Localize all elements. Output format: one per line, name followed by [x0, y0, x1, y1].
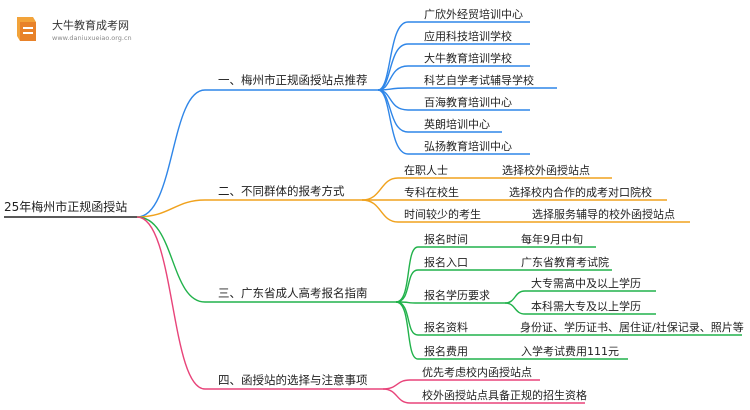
branch-2-item: 在职人士: [404, 164, 448, 177]
branch-2-detail: 选择服务辅导的校外函授站点: [532, 207, 675, 221]
branch-3-detail: 每年9月中旬: [521, 232, 583, 246]
branch-3-item: 报名学历要求: [424, 288, 490, 302]
branch-3-item: 报名费用: [424, 344, 468, 358]
branch-3-item: 报名入口: [424, 255, 468, 269]
branch-2-detail: 选择校外函授站点: [502, 163, 590, 177]
branch-4-item: 校外函授站点具备正规的招生资格: [422, 388, 587, 402]
branch-3-item: 报名资料: [424, 320, 468, 334]
branch-2: [136, 177, 690, 223]
root-title: 25年梅州市正规函授站: [4, 199, 127, 214]
branch-3-detail: 本科需大专及以上学历: [531, 299, 641, 313]
branch-3-detail: 广东省教育考试院: [521, 255, 609, 269]
branch-3-item: 报名时间: [424, 232, 468, 246]
branch-2-label: 二、不同群体的报考方式: [218, 184, 345, 198]
branch-3: [136, 216, 742, 360]
branch-1-item: 广欣外经贸培训中心: [424, 7, 523, 21]
book-icon: [17, 17, 36, 41]
logo: 大牛教育成考网 www.daniuxueiao.org.cn: [17, 17, 132, 42]
branch-1-item: 大牛教育培训学校: [424, 51, 512, 65]
branch-1-item: 应用科技培训学校: [424, 29, 512, 43]
branch-1-item: 弘扬教育培训中心: [424, 139, 512, 153]
branch-3-label: 三、广东省成人高考报名指南: [218, 286, 368, 300]
branch-1-label: 一、梅州市正规函授站点推荐: [218, 73, 368, 87]
logo-url: www.daniuxueiao.org.cn: [52, 34, 132, 42]
branch-3-detail: 身份证、学历证书、居住证/社保记录、照片等: [520, 320, 744, 334]
branch-4-item: 优先考虑校内函授站点: [422, 365, 532, 379]
branch-4-label: 四、函授站的选择与注意事项: [218, 373, 368, 387]
branch-4: [136, 216, 585, 404]
branch-1: [136, 21, 557, 218]
branch-2-item: 专科在校生: [404, 185, 459, 199]
branch-1-item: 百海教育培训中心: [424, 95, 512, 109]
logo-name: 大牛教育成考网: [52, 18, 129, 32]
branch-3-detail: 入学考试费用111元: [521, 344, 619, 358]
branch-2-detail: 选择校内合作的成考对口院校: [509, 185, 652, 199]
branch-1-item: 英朗培训中心: [424, 117, 490, 131]
branch-2-item: 时间较少的考生: [404, 207, 481, 221]
branch-1-item: 科艺自学考试辅导学校: [424, 73, 534, 87]
branch-3-detail: 大专需高中及以上学历: [531, 276, 641, 290]
